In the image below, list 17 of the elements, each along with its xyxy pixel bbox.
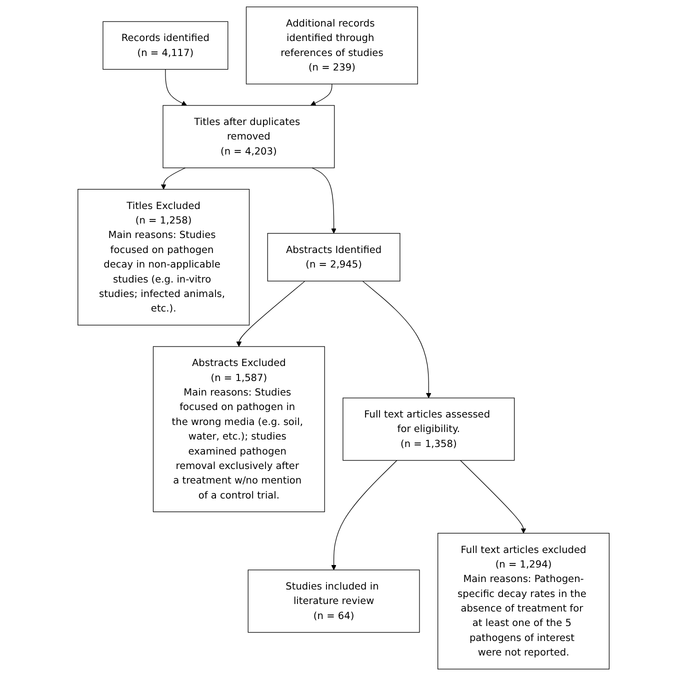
arrow (460, 460, 526, 534)
node-box: Full text articles assessed for eligibility. (n = 1,358) (342, 398, 515, 461)
node-box: Full text articles excluded (n = 1,294) Main reasons: Pathogen-specific decay rates in the absence of treatment for at least one of the 5 pathogens of interest were not reported. (437, 532, 610, 670)
arrow (165, 69, 187, 106)
arrow (312, 168, 336, 234)
arrow (331, 460, 398, 570)
arrow (236, 280, 306, 347)
node-box: Titles after duplicates removed (n = 4,203) (162, 105, 335, 168)
node-box: Records identified (n = 4,117) (102, 21, 228, 70)
arrow (160, 168, 186, 190)
node-box: Abstracts Identified (n = 2,945) (267, 233, 400, 282)
node-box: Studies included in literature review (n = 64) (248, 570, 420, 633)
node-box: Abstracts Excluded (n = 1,587) Main reasons: Studies focused on pathogen in the wrong media (e.g. soil, water, etc.); studies examined pathogen removal exclusively after a treatment w/no mention of a control trial. (152, 346, 325, 512)
arrow (362, 280, 432, 398)
node-box: Additional records identified through references of studies (n = 239) (246, 6, 418, 84)
node-box: Titles Excluded (n = 1,258) Main reasons: Studies focused on pathogen decay in non-applicable studies (e.g. in-vitro studies; infected animals, etc.). (78, 188, 250, 326)
arrow (310, 84, 332, 106)
